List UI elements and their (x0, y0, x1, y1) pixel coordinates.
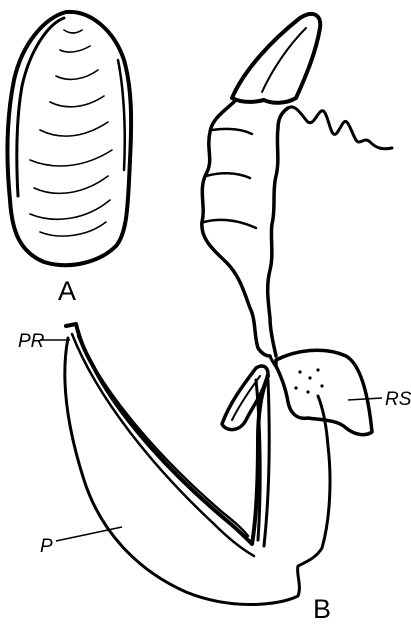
body-sac-p (65, 338, 330, 605)
siphon-inner (262, 28, 306, 92)
siphon-tip (232, 14, 320, 103)
stipple-dot (306, 390, 309, 393)
stipple-dot (308, 376, 311, 379)
thread-wavy (288, 107, 392, 149)
siphon-fold-1 (212, 129, 252, 134)
animal-drawing (65, 14, 392, 605)
shell-growth-line-8 (60, 46, 90, 52)
shell-growth-line-2 (30, 200, 110, 219)
label-pr: PR (18, 331, 45, 352)
siphon-fold-3 (204, 220, 256, 228)
siphon-fold-2 (206, 173, 250, 178)
shell-growth-line-4 (30, 150, 112, 166)
stipple-dot (294, 386, 297, 389)
siphon-body (202, 100, 288, 356)
panel-b-label: B (313, 594, 331, 624)
stipple-dot (316, 368, 319, 371)
shell-inner-rim (17, 18, 64, 196)
shell-growth-line-6 (50, 96, 104, 107)
label-rs: RS (385, 389, 411, 410)
leader-lines (40, 340, 382, 541)
shell-growth-line-3 (34, 176, 108, 193)
shell-outline (7, 12, 131, 265)
shell-drawing (7, 12, 131, 265)
rs-stipple (294, 368, 323, 393)
stipple-dot (320, 384, 323, 387)
shell-growth-line-1 (40, 222, 106, 236)
stipple-dot (298, 370, 301, 373)
pedal-retractor-inner (78, 336, 248, 536)
panel-a-label: A (58, 276, 76, 306)
rs-leader (348, 398, 382, 400)
shell-growth-line-7 (56, 70, 98, 79)
shell-growth-line-5 (40, 122, 108, 136)
shell-edge-shading (118, 60, 125, 170)
shell-growth-line-9 (64, 30, 82, 33)
label-p: P (40, 536, 53, 557)
